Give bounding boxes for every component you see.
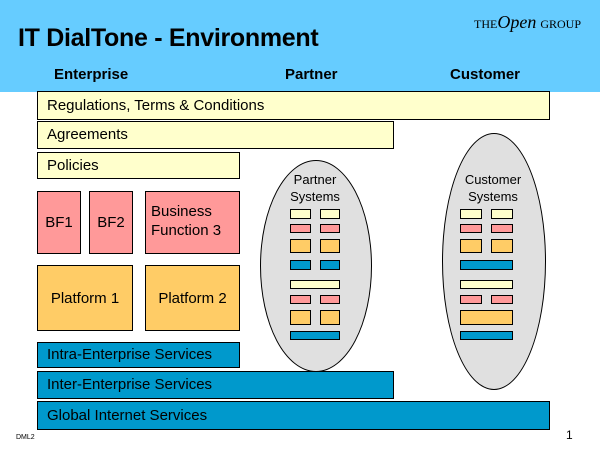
system-component xyxy=(320,295,340,304)
system-component xyxy=(290,331,340,340)
system-component xyxy=(460,209,482,219)
system-component xyxy=(290,295,311,304)
system-component xyxy=(491,295,513,304)
global-internet-services-bar: Global Internet Services xyxy=(37,401,550,430)
intra-enterprise-services-bar: Intra-Enterprise Services xyxy=(37,342,240,368)
system-component xyxy=(460,239,482,253)
platform-1-box: Platform 1 xyxy=(37,265,133,331)
system-component xyxy=(290,310,311,325)
system-component xyxy=(320,260,340,270)
system-component xyxy=(460,295,482,304)
inter-enterprise-services-bar: Inter-Enterprise Services xyxy=(37,371,394,399)
system-component xyxy=(491,239,513,253)
system-component xyxy=(290,239,311,253)
system-component xyxy=(290,260,311,270)
system-component xyxy=(320,209,340,219)
agreements-bar: Agreements xyxy=(37,121,394,149)
system-component xyxy=(460,310,513,325)
column-heading-partner: Partner xyxy=(285,66,338,83)
policies-bar: Policies xyxy=(37,152,240,179)
system-component xyxy=(290,280,340,289)
platform-2-box: Platform 2 xyxy=(145,265,240,331)
system-component xyxy=(320,239,340,253)
column-heading-enterprise: Enterprise xyxy=(54,66,129,83)
system-component xyxy=(460,280,513,289)
system-component xyxy=(320,224,340,233)
customer-systems-label: Customer Systems xyxy=(464,172,522,204)
open-group-logo: THEOpen GROUP xyxy=(474,12,582,32)
system-component xyxy=(320,310,340,325)
header-banner xyxy=(0,0,600,92)
system-component xyxy=(460,224,482,233)
footer-code: DML2 xyxy=(16,434,35,441)
system-component xyxy=(460,260,513,270)
system-component xyxy=(491,209,513,219)
page-title: IT DialTone - Environment xyxy=(18,24,319,52)
system-component xyxy=(460,331,513,340)
system-component xyxy=(290,224,311,233)
system-component xyxy=(290,209,311,219)
system-component xyxy=(491,224,513,233)
partner-systems-label: Partner Systems xyxy=(290,172,340,204)
regulations-bar: Regulations, Terms & Conditions xyxy=(37,91,550,120)
column-heading-customer: Customer xyxy=(450,66,521,83)
bf2-box: BF2 xyxy=(89,191,133,254)
page-number: 1 xyxy=(566,428,573,442)
bf1-box: BF1 xyxy=(37,191,81,254)
business-function-3-box: Business Function 3 xyxy=(145,191,240,254)
